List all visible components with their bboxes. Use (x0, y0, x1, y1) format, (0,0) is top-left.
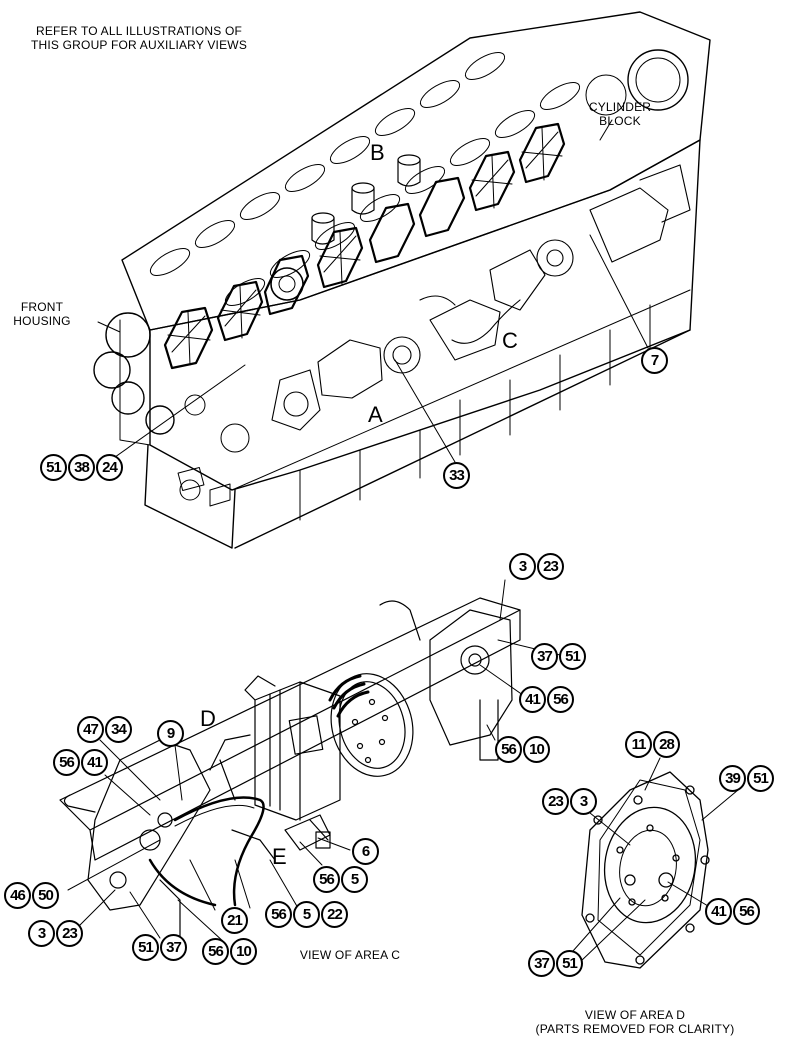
area-letter-b: B (370, 140, 385, 165)
view-area-d-drawing (581, 771, 710, 969)
callout-7: 7 (641, 347, 668, 374)
view-area-c-drawing (59, 597, 521, 941)
callout-34: 34 (105, 716, 132, 743)
callout-46: 46 (4, 882, 31, 909)
callout-37: 37 (528, 950, 555, 977)
callout-10: 10 (230, 938, 257, 965)
callout-47: 47 (77, 716, 104, 743)
callout-5: 5 (341, 866, 368, 893)
callout-41: 41 (81, 749, 108, 776)
callout-38: 38 (68, 454, 95, 481)
leader-lines-view-c (67, 579, 561, 944)
callout-41: 41 (519, 686, 546, 713)
front-housing-label: FRONT HOUSING (13, 300, 71, 328)
callout-24: 24 (96, 454, 123, 481)
view-area-d-caption: VIEW OF AREA D (PARTS REMOVED FOR CLARIT… (535, 1008, 735, 1036)
callout-22: 22 (321, 901, 348, 928)
callout-23: 23 (542, 788, 569, 815)
callout-56: 56 (53, 749, 80, 776)
refer-note: REFER TO ALL ILLUSTRATIONS OF THIS GROUP… (30, 24, 248, 52)
callout-23: 23 (56, 920, 83, 947)
callout-23: 23 (537, 553, 564, 580)
callout-56: 56 (313, 866, 340, 893)
view-area-c-caption: VIEW OF AREA C (299, 948, 401, 962)
cylinder-block-drawing (93, 11, 711, 549)
callout-3: 3 (509, 553, 536, 580)
callout-51: 51 (556, 950, 583, 977)
callout-51: 51 (559, 643, 586, 670)
callout-37: 37 (531, 643, 558, 670)
callout-51: 51 (132, 934, 159, 961)
callout-9: 9 (157, 720, 184, 747)
callout-6: 6 (352, 838, 379, 865)
callout-33: 33 (443, 462, 470, 489)
area-letter-c: C (502, 328, 518, 353)
callout-10: 10 (523, 736, 550, 763)
callout-50: 50 (32, 882, 59, 909)
callout-56: 56 (547, 686, 574, 713)
callout-11: 11 (625, 731, 652, 758)
leader-lines-view-d (564, 757, 739, 963)
callout-51: 51 (40, 454, 67, 481)
callout-3: 3 (28, 920, 55, 947)
callout-56: 56 (265, 901, 292, 928)
callout-51: 51 (747, 765, 774, 792)
area-letter-e: E (272, 844, 287, 869)
callout-56: 56 (495, 736, 522, 763)
callout-37: 37 (160, 934, 187, 961)
cylinder-block-label: CYLINDER BLOCK (588, 100, 652, 128)
callout-3: 3 (570, 788, 597, 815)
area-letter-d: D (200, 706, 216, 731)
callout-56: 56 (733, 898, 760, 925)
callout-56: 56 (202, 938, 229, 965)
callout-41: 41 (705, 898, 732, 925)
area-letter-a: A (368, 402, 383, 427)
leader-lines-top (97, 119, 649, 463)
callout-5: 5 (293, 901, 320, 928)
callout-28: 28 (653, 731, 680, 758)
callout-39: 39 (719, 765, 746, 792)
callout-21: 21 (221, 907, 248, 934)
